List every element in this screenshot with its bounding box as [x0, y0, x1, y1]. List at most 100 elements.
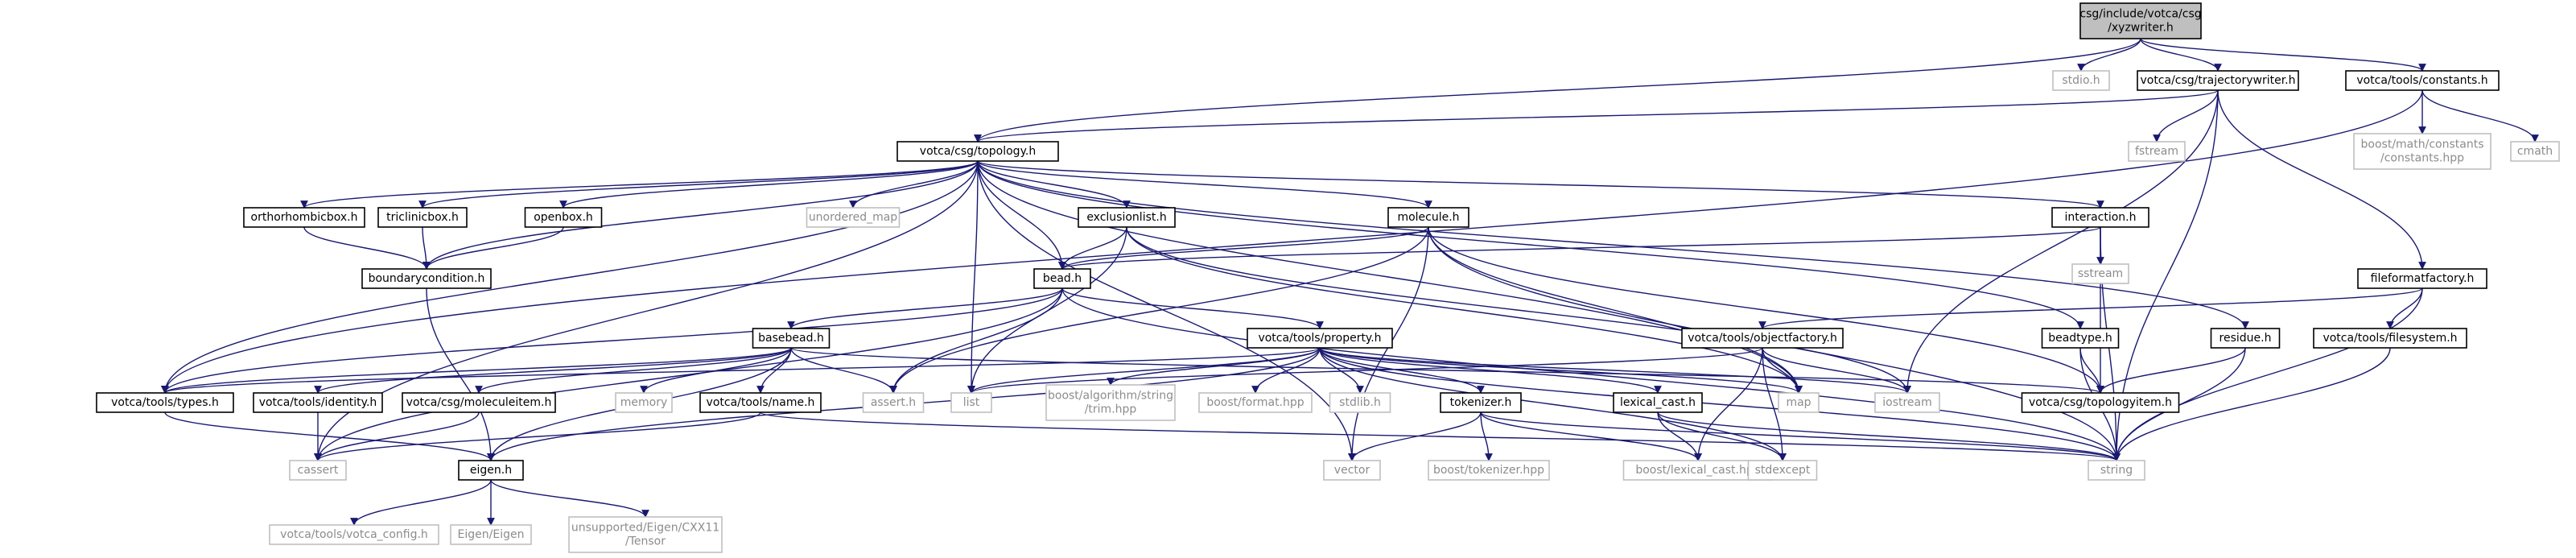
edge-property-to-stdlib: [1319, 347, 1364, 394]
node-tokenizer[interactable]: tokenizer.h: [1440, 392, 1522, 413]
node-unordered_map-label: unordered_map: [809, 211, 897, 224]
edge-fileformat-to-string: [2112, 287, 2423, 461]
edge-topology-to-types: [161, 160, 979, 394]
node-stdexcept-box: [1747, 460, 1818, 481]
node-boostformat-label: boost/format.hpp: [1206, 396, 1304, 409]
edge-topology-to-bead: [977, 160, 1066, 270]
node-basebead[interactable]: basebead.h: [752, 328, 831, 349]
node-exclusionlist[interactable]: exclusionlist.h: [1078, 207, 1176, 228]
node-iostream-label: iostream: [1882, 396, 1932, 409]
node-memory-label: memory: [620, 396, 668, 409]
edge-moleculeitem-to-cassert: [314, 411, 480, 461]
edge-boundary-to-eigen: [426, 287, 495, 461]
edge-objectfactory-to-boostlex: [1694, 347, 1763, 461]
node-boostlex-box: [1622, 460, 1774, 481]
node-identity[interactable]: votca/tools/identity.h: [253, 392, 383, 413]
node-constants[interactable]: votca/tools/constants.h: [2345, 70, 2500, 91]
node-types[interactable]: votca/tools/types.h: [96, 392, 234, 413]
node-map-box: [1778, 392, 1820, 413]
edge-property-to-lexicalcast: [1319, 347, 1662, 394]
edge-bead-to-types: [161, 287, 1063, 394]
node-unordered_map: unordered_map: [806, 207, 901, 228]
edge-basebead-to-topologyitem: [790, 347, 2104, 394]
node-xyzwriter-label: csg/include/votca/csg: [2079, 8, 2201, 21]
node-memory-box: [615, 392, 673, 413]
node-lexicalcast[interactable]: lexical_cast.h: [1613, 392, 1703, 413]
node-moleculeitem-label: votca/csg/moleculeitem.h: [406, 396, 552, 409]
edge-topology-to-interaction: [977, 160, 2104, 209]
node-boostconst: boost/math/constants/constants.hpp: [2353, 133, 2492, 170]
edge-interaction-to-bead: [1058, 226, 2101, 270]
node-unordered_map-box: [806, 207, 901, 228]
node-types-box: [96, 392, 234, 413]
node-objectfactory[interactable]: votca/tools/objectfactory.h: [1681, 328, 1844, 349]
node-string: string: [2088, 460, 2145, 481]
node-property-box: [1247, 328, 1393, 349]
node-molecule-box: [1387, 207, 1469, 228]
edge-bead-to-cassert: [314, 287, 1063, 461]
node-xyzwriter: csg/include/votca/csg/xyzwriter.h: [2079, 2, 2202, 39]
edge-lexicalcast-to-stdexcept: [1657, 411, 1787, 461]
node-votcaconfig-label: votca/tools/votca_config.h: [280, 528, 428, 541]
node-lexicalcast-box: [1613, 392, 1703, 413]
node-stdlib-box: [1329, 392, 1391, 413]
node-topology[interactable]: votca/csg/topology.h: [896, 141, 1059, 162]
node-residue-box: [2210, 328, 2281, 349]
node-map-label: map: [1786, 396, 1811, 409]
node-residue[interactable]: residue.h: [2210, 328, 2281, 349]
edge-tokenizer-to-boosttok: [1480, 411, 1493, 461]
node-eigen[interactable]: eigen.h: [458, 460, 524, 481]
edge-trajwriter-to-fstream: [2153, 89, 2219, 143]
edge-objectfactory-to-stdexcept: [1762, 347, 1787, 461]
node-name[interactable]: votca/tools/name.h: [699, 392, 822, 413]
node-moleculeitem[interactable]: votca/csg/moleculeitem.h: [402, 392, 556, 413]
node-orthobox[interactable]: orthorhombicbox.h: [243, 207, 365, 228]
node-boostconst-box: [2353, 133, 2492, 170]
edge-bead-to-property: [1061, 287, 1324, 329]
node-boostalgo-box: [1045, 384, 1176, 421]
node-interaction[interactable]: interaction.h: [2051, 207, 2149, 228]
node-cassert-box: [289, 460, 347, 481]
node-trajwriter-label: votca/csg/trajectorywriter.h: [2140, 74, 2295, 87]
edge-residue-to-topologyitem: [2096, 347, 2246, 394]
node-fstream: fstream: [2128, 141, 2186, 162]
node-boostalgo-label: boost/algorithm/string: [1048, 390, 1173, 403]
edge-orthobox-to-boundary: [303, 226, 431, 270]
edge-tokenizer-to-boostlex: [1480, 411, 1702, 461]
node-beadtype[interactable]: beadtype.h: [2041, 328, 2120, 349]
edge-eigen-to-votcaconfig: [350, 479, 492, 526]
edge-exclusionlist-to-bead: [1058, 226, 1127, 270]
edge-property-to-list: [967, 347, 1321, 394]
node-lexicalcast-label: lexical_cast.h: [1620, 396, 1696, 409]
edge-topology-to-map: [977, 160, 1803, 394]
edge-triclinic-to-boundary: [422, 226, 431, 270]
node-triclinic[interactable]: triclinicbox.h: [377, 207, 468, 228]
node-beadtype-label: beadtype.h: [2048, 332, 2112, 345]
node-memory: memory: [615, 392, 673, 413]
edge-property-to-map: [1319, 347, 1803, 394]
node-bead[interactable]: bead.h: [1033, 268, 1091, 289]
edge-molecule-to-assert: [889, 226, 1429, 394]
edge-objectfactory-to-list: [967, 347, 1763, 394]
node-list: list: [950, 392, 992, 413]
node-openbox-label: openbox.h: [534, 211, 593, 224]
node-map: map: [1778, 392, 1820, 413]
node-property[interactable]: votca/tools/property.h: [1247, 328, 1393, 349]
node-xyzwriter-label: /xyzwriter.h: [2108, 22, 2174, 35]
node-filesystem[interactable]: votca/tools/filesystem.h: [2313, 328, 2467, 349]
node-iostream: iostream: [1874, 392, 1940, 413]
node-topologyitem[interactable]: votca/csg/topologyitem.h: [2021, 392, 2180, 413]
edge-property-to-string: [1319, 347, 2121, 461]
node-openbox[interactable]: openbox.h: [524, 207, 603, 228]
node-assert-label: assert.h: [871, 396, 916, 409]
node-boundary[interactable]: boundarycondition.h: [361, 268, 492, 289]
edge-topology-to-openbox: [559, 160, 979, 209]
node-fileformat[interactable]: fileformatfactory.h: [2357, 268, 2487, 289]
edge-eigen-to-tensor: [490, 479, 649, 518]
node-tokenizer-box: [1440, 392, 1522, 413]
node-trajwriter[interactable]: votca/csg/trajectorywriter.h: [2137, 70, 2299, 91]
node-bead-box: [1033, 268, 1091, 289]
node-molecule[interactable]: molecule.h: [1387, 207, 1469, 228]
node-orthobox-label: orthorhombicbox.h: [251, 211, 358, 224]
